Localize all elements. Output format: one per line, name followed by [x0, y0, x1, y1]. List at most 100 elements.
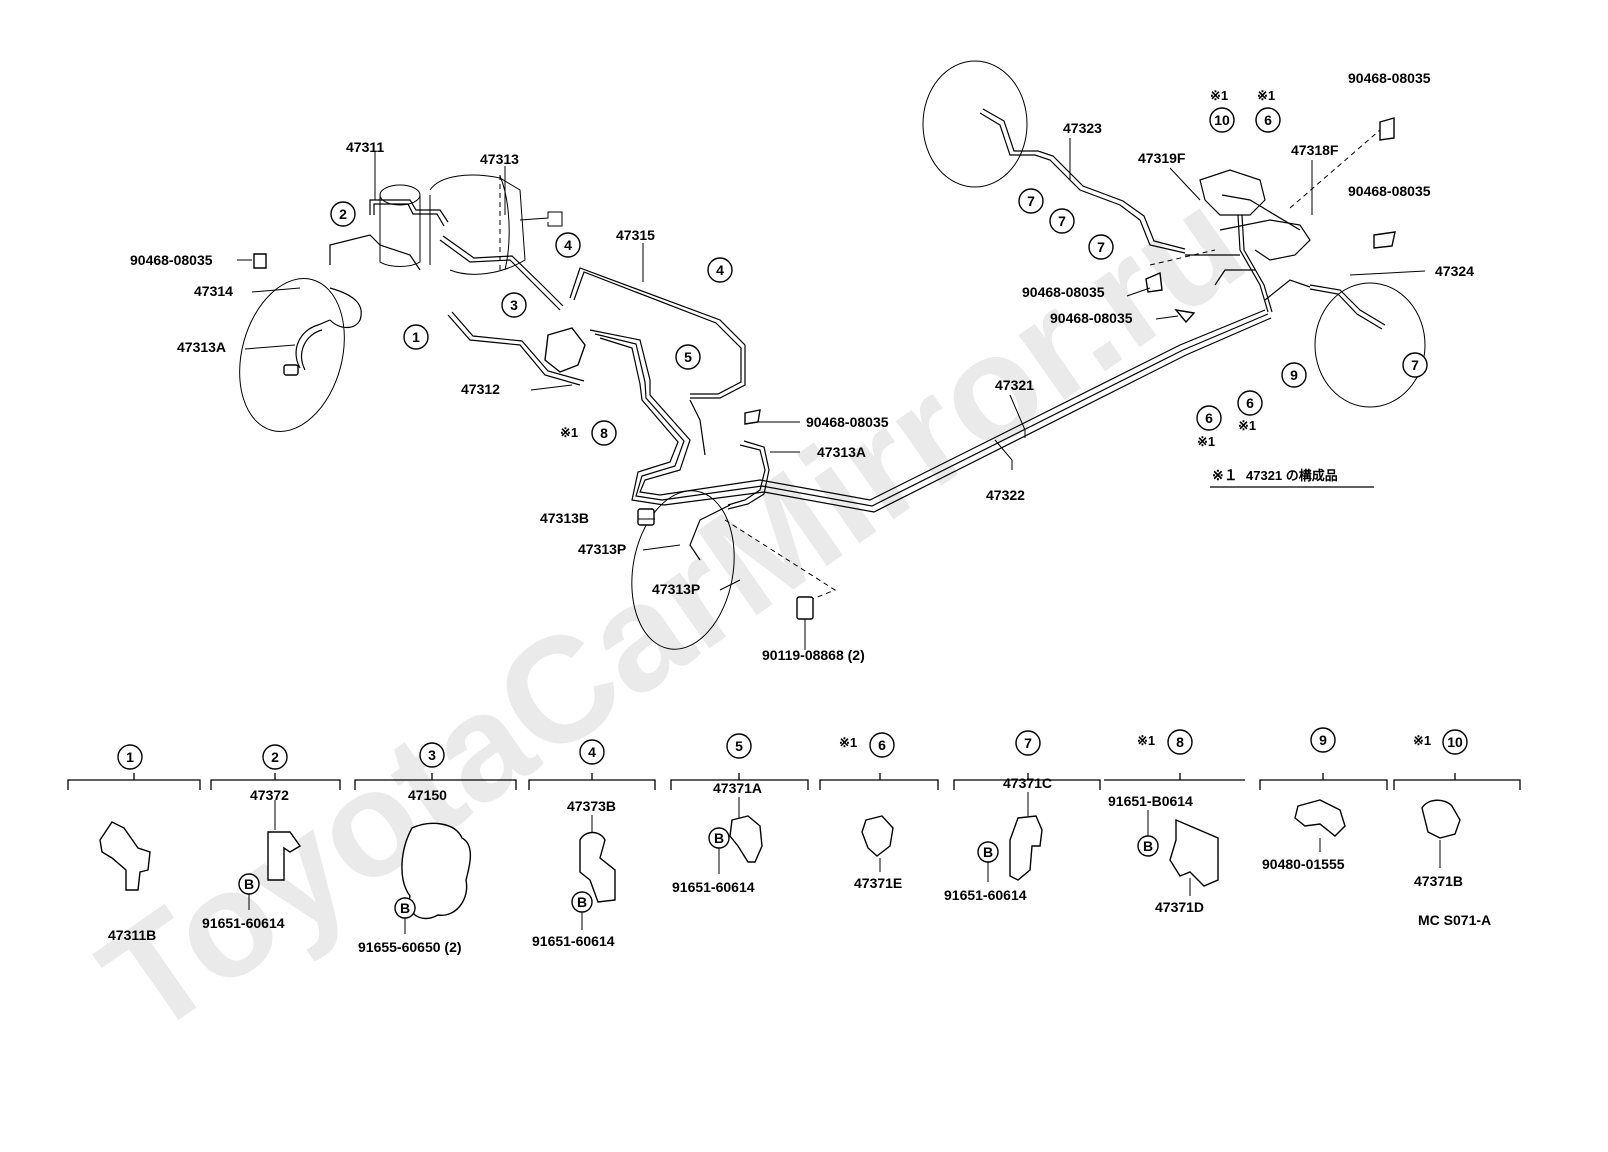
svg-text:※1: ※1 — [560, 425, 578, 440]
bolt-mark-4: B — [571, 891, 593, 913]
bottom-part-47371A: 47371A — [713, 780, 762, 796]
bottom-callout-1: 1 — [117, 744, 143, 770]
note-text: 47321 の構成品 — [1246, 468, 1338, 483]
callout-9-main: 9 — [1281, 362, 1307, 388]
callout-6-top: ※1 6 — [1255, 88, 1281, 133]
bottom-part-90480-01555: 90480-01555 — [1262, 856, 1345, 872]
svg-text:9: 9 — [1319, 732, 1327, 748]
label-90468-08035-mid: 90468-08035 — [806, 414, 889, 430]
svg-text:5: 5 — [684, 349, 692, 365]
part-2-clip — [267, 831, 302, 881]
svg-text:7: 7 — [1058, 213, 1066, 229]
bolt-mark-5: B — [708, 827, 730, 849]
bolt-mark-8: B — [1137, 835, 1159, 857]
svg-text:7: 7 — [1024, 735, 1032, 751]
bottom-callout-9: 9 — [1310, 727, 1336, 753]
svg-text:9: 9 — [1290, 367, 1298, 383]
label-90468-08035-right-2: 90468-08035 — [1050, 310, 1133, 326]
label-90119-08868: 90119-08868 (2) — [762, 647, 865, 663]
label-47313A-mid: 47313A — [817, 444, 866, 460]
label-47315: 47315 — [616, 227, 655, 243]
callout-5-main: 5 — [675, 344, 701, 370]
front-brake-pipes — [329, 199, 1272, 513]
bottom-bolt-2: 91651-60614 — [202, 915, 285, 931]
part-10-clip — [1421, 799, 1461, 839]
bottom-part-47373B: 47373B — [567, 798, 616, 814]
label-47318F: 47318F — [1291, 142, 1339, 158]
bottom-callout-7: 7 — [1015, 730, 1041, 756]
svg-text:B: B — [244, 876, 254, 892]
part-5-clip — [729, 815, 763, 863]
callout-4-main-a: 4 — [555, 232, 581, 258]
bolt-mark-3: B — [394, 897, 416, 919]
callout-6-a: 6 ※1 — [1196, 405, 1222, 449]
callout-10-main: ※1 10 — [1209, 88, 1235, 133]
svg-text:B: B — [577, 894, 587, 910]
label-47313A-left: 47313A — [177, 339, 226, 355]
svg-text:2: 2 — [271, 749, 279, 765]
bottom-bolt-7: 91651-60614 — [944, 887, 1027, 903]
svg-text:B: B — [714, 830, 724, 846]
bottom-part-47372: 47372 — [250, 787, 289, 803]
part-7-clip — [1009, 815, 1043, 881]
callout-2-main: 2 — [330, 201, 356, 227]
proportioning-valve — [544, 327, 586, 373]
callout-8-main: ※1 8 — [560, 420, 617, 446]
bottom-part-47311B: 47311B — [108, 927, 156, 943]
part-4-clip — [579, 831, 616, 903]
clip-icons — [253, 117, 1396, 425]
part-6-clip — [861, 815, 894, 857]
svg-text:8: 8 — [600, 425, 608, 441]
bottom-part-47371C: 47371C — [1003, 775, 1052, 791]
bottom-part-47371E: 47371E — [854, 875, 902, 891]
svg-text:6: 6 — [878, 737, 886, 753]
svg-text:6: 6 — [1205, 410, 1213, 426]
bolt-mark-2: B — [238, 873, 260, 895]
label-47314: 47314 — [194, 283, 233, 299]
label-47319F: 47319F — [1138, 150, 1186, 166]
svg-text:5: 5 — [735, 738, 743, 754]
svg-text:4: 4 — [564, 237, 572, 253]
label-47313B: 47313B — [540, 510, 589, 526]
svg-text:※1: ※1 — [1137, 733, 1155, 748]
svg-text:4: 4 — [716, 262, 724, 278]
svg-text:6: 6 — [1264, 112, 1272, 128]
bottom-bolt-8: 91651-B0614 — [1108, 793, 1193, 809]
svg-text:※1: ※1 — [1210, 88, 1228, 103]
label-47312: 47312 — [461, 381, 500, 397]
svg-text:3: 3 — [428, 747, 436, 763]
callout-6-b: 6 ※1 — [1237, 390, 1263, 433]
label-90468-08035-top-right-2: 90468-08035 — [1348, 183, 1431, 199]
bottom-callout-4: 4 — [579, 739, 605, 765]
rear-right-brake-assembly — [1264, 279, 1426, 408]
brake-booster — [379, 174, 563, 275]
svg-text:※1: ※1 — [1197, 434, 1215, 449]
label-47323: 47323 — [1063, 120, 1102, 136]
label-90468-08035-top-right-1: 90468-08035 — [1348, 70, 1431, 86]
callout-1-main: 1 — [403, 324, 429, 350]
note-asterisk-47321: ※１ 47321 の構成品 — [1210, 467, 1374, 488]
svg-text:※1: ※1 — [1238, 418, 1256, 433]
label-90468-08035-right-1: 90468-08035 — [1022, 284, 1105, 300]
label-47324: 47324 — [1435, 263, 1474, 279]
svg-text:4: 4 — [588, 744, 596, 760]
svg-text:1: 1 — [412, 329, 420, 345]
part-1-fitting — [99, 821, 151, 891]
bottom-callout-8: ※1 8 — [1137, 729, 1193, 755]
bottom-callout-6: ※1 6 — [839, 732, 895, 758]
rear-left-brake-assembly — [922, 60, 1186, 254]
label-47322: 47322 — [986, 487, 1025, 503]
label-47313P-1: 47313P — [578, 541, 626, 557]
svg-text:※1: ※1 — [1257, 88, 1275, 103]
svg-text:7: 7 — [1027, 193, 1035, 209]
bottom-part-47371D: 47371D — [1155, 899, 1204, 915]
svg-text:B: B — [400, 900, 410, 916]
label-47313P-2: 47313P — [652, 581, 700, 597]
svg-text:3: 3 — [510, 297, 518, 313]
bottom-parts-row: 1 2 3 4 5 ※1 6 7 ※1 8 9 ※1 10 B B B — [67, 727, 1521, 955]
bottom-callout-5: 5 — [726, 733, 752, 759]
note-mark: ※１ — [1212, 467, 1238, 483]
svg-text:10: 10 — [1447, 734, 1463, 750]
svg-text:7: 7 — [1411, 357, 1419, 373]
